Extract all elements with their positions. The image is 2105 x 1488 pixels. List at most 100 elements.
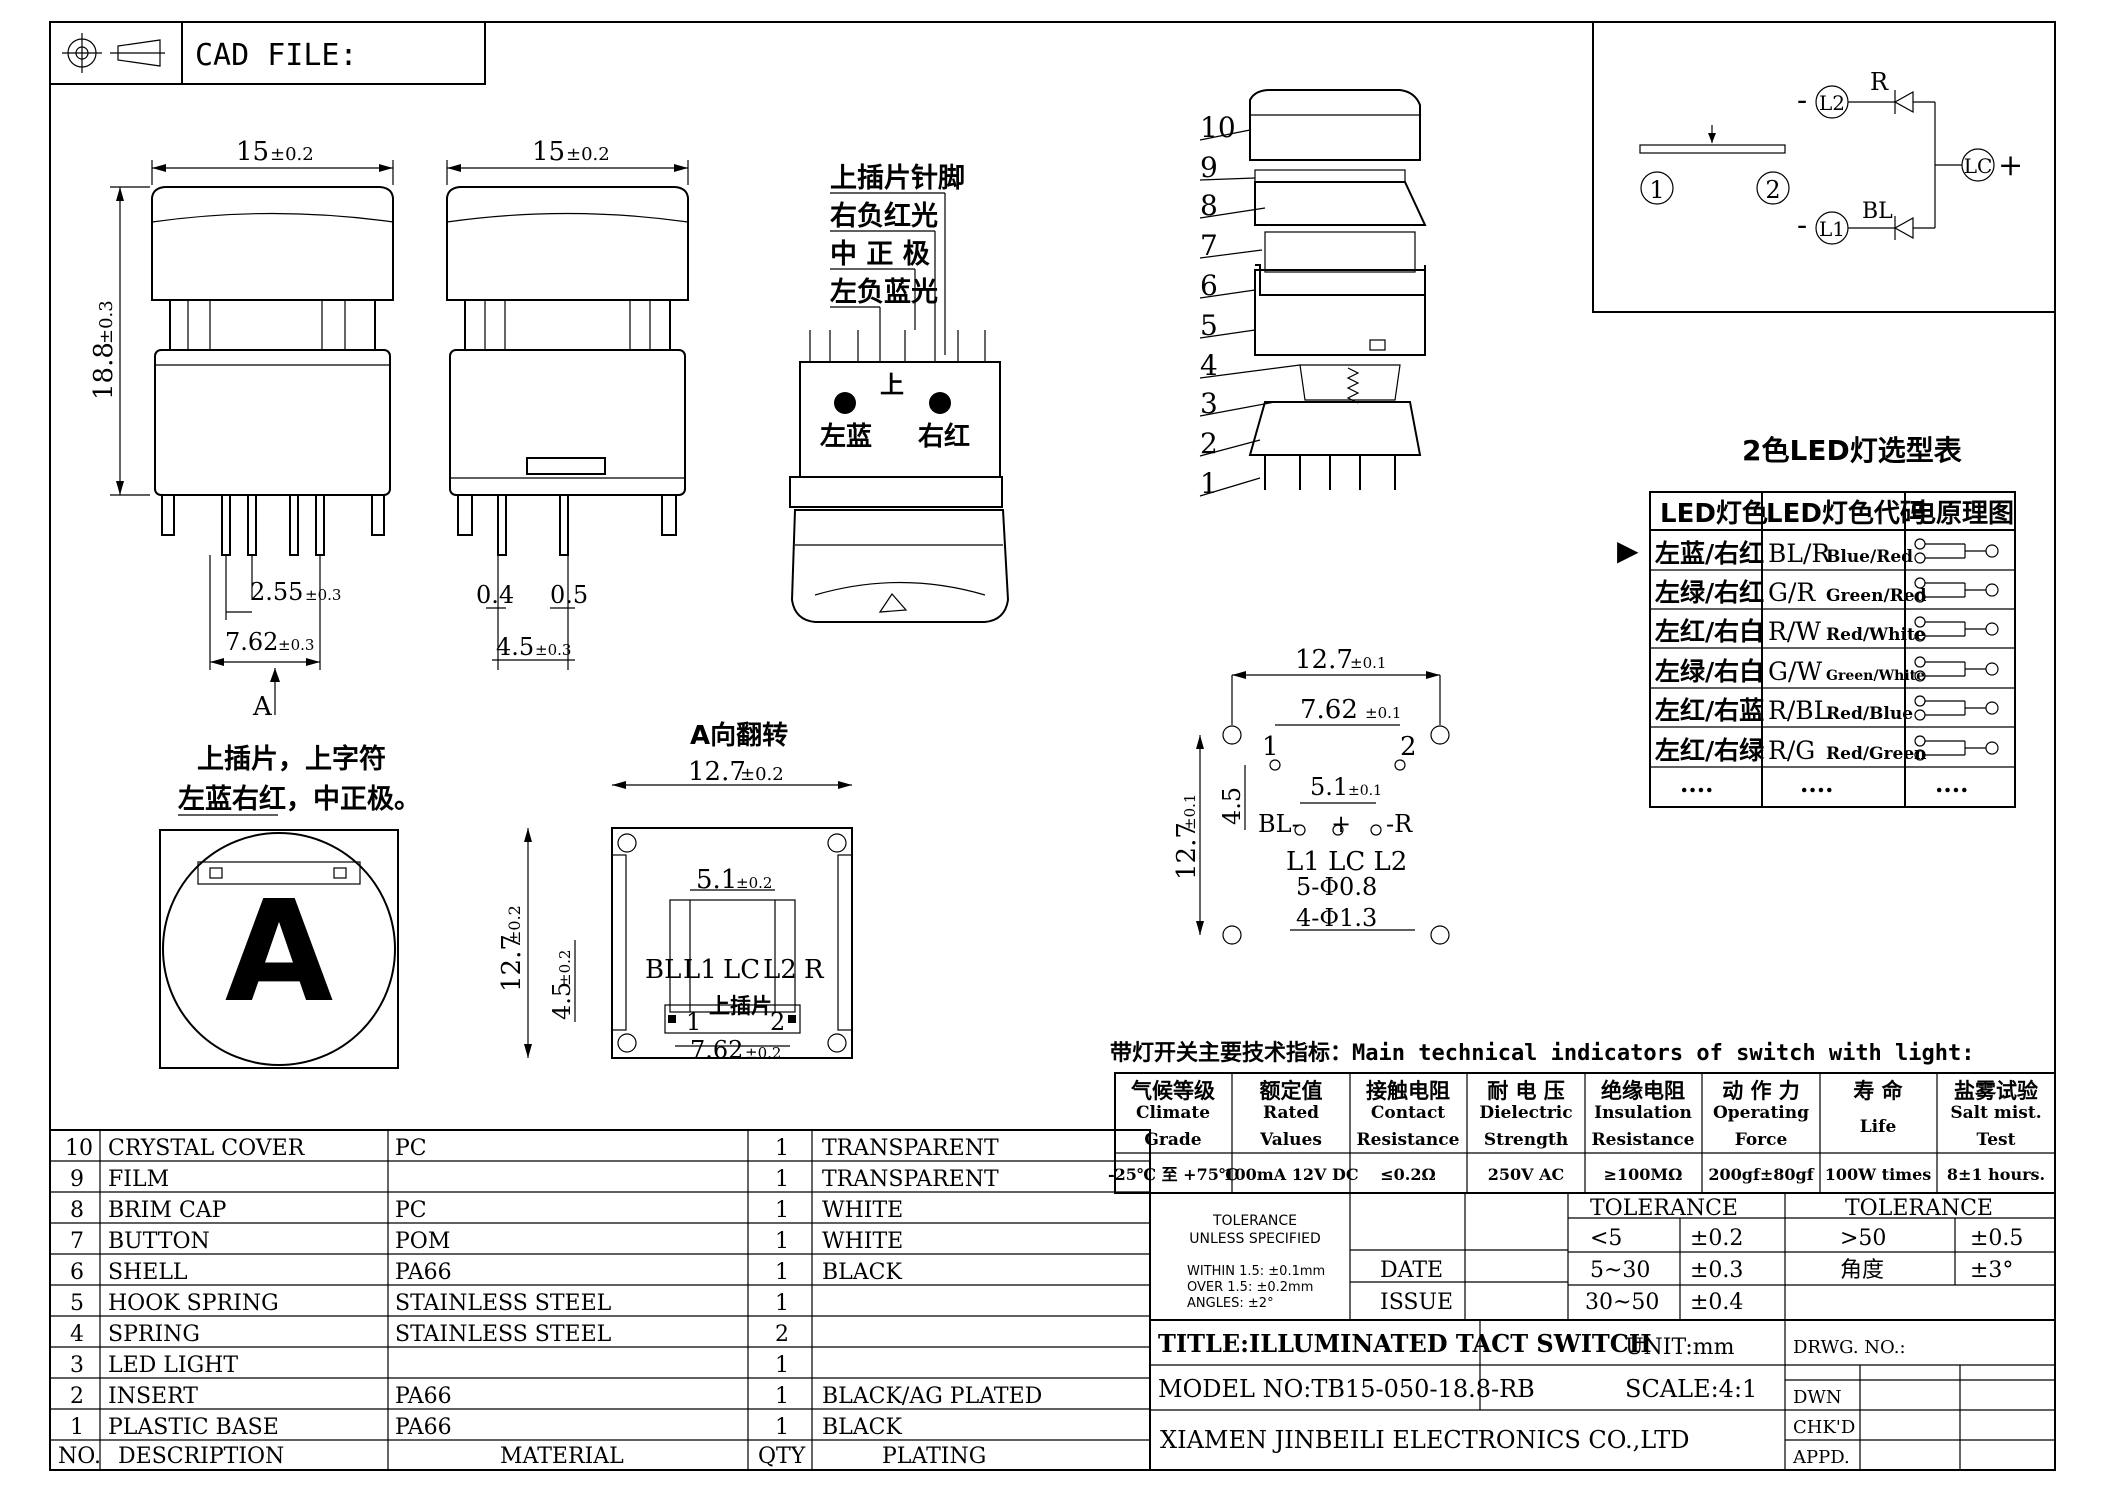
flip-title: A向翻转: [690, 720, 788, 751]
pin-label-center: 中 正 极: [830, 239, 930, 270]
flip-height-tol: ±0.2: [505, 905, 524, 944]
flip-inner-tol: ±0.2: [736, 874, 772, 892]
tolerance-label-1: TOLERANCE: [1590, 1196, 1738, 1221]
spec-climate-en1: Climate: [1136, 1103, 1210, 1123]
spec-rated-en1: Rated: [1263, 1103, 1319, 1123]
spec-dielectric-en1: Dielectric: [1479, 1103, 1572, 1123]
bom-no: 10: [65, 1136, 93, 1161]
bom-desc: HOOK SPRING: [108, 1291, 279, 1316]
part-no-3: 3: [1200, 387, 1218, 420]
bom-plating: BLACK/AG PLATED: [822, 1384, 1042, 1409]
bom-qty: 1: [775, 1415, 789, 1440]
title-block: TOLERANCE UNLESS SPECIFIED WITHIN 1.5: ±…: [1149, 1192, 2056, 1471]
flip-inner-dim: 5.1: [696, 865, 737, 895]
front-height-dim: 18.8: [89, 342, 119, 400]
bom-qty: 1: [775, 1167, 789, 1192]
model-number: MODEL NO:TB15-050-18.8-RB: [1158, 1375, 1535, 1403]
cad-header: CAD FILE:: [49, 21, 486, 85]
bom-qty: 1: [775, 1198, 789, 1223]
led-row-name: Blue/Red: [1826, 547, 1913, 567]
right-led-dot: [929, 392, 951, 414]
bom-row: 3 LED LIGHT 1: [70, 1353, 789, 1378]
led-row-color: 左绿/右红: [1655, 578, 1764, 607]
spec-climate-cn: 气候等级: [1130, 1079, 1215, 1103]
side-d2-dim: 0.5: [550, 581, 588, 609]
spec-rated-en2: Values: [1259, 1130, 1322, 1150]
front-view: 15 ±0.2 18.8 ±0.3 2.55 ±0.3 7.62 ±0.3 A: [89, 137, 394, 722]
bom-material: PC: [395, 1198, 427, 1223]
pcb-r-label: -R: [1386, 810, 1413, 838]
bom-row: 5 HOOK SPRING STAINLESS STEEL 1: [70, 1291, 789, 1316]
spec-dielectric-value: 250V AC: [1488, 1165, 1565, 1184]
bom-plating: BLACK: [822, 1415, 902, 1440]
led-row-name: Red/White: [1826, 625, 1926, 645]
part-no-4: 4: [1200, 349, 1218, 382]
pcb-inner-dim: 7.62: [1300, 695, 1358, 725]
drawing-title: TITLE:ILLUMINATED TACT SWITCH: [1158, 1329, 1652, 1358]
bom-desc: LED LIGHT: [108, 1353, 238, 1378]
date-label: DATE: [1380, 1258, 1443, 1283]
bom-qty: 1: [775, 1229, 789, 1254]
side-d1-dim: 0.4: [476, 581, 514, 609]
side-width-tol: ±0.2: [566, 144, 610, 165]
flip-view: A向翻转 12.7 ±0.2 5.1 ±0.2 12.7 ±0.2 4.5 ±0…: [497, 720, 853, 1064]
bom-header-description: DESCRIPTION: [118, 1444, 284, 1469]
bom-desc: BUTTON: [108, 1229, 210, 1254]
bom-material: PA66: [395, 1260, 452, 1285]
bom-desc: PLASTIC BASE: [108, 1415, 279, 1440]
bom-material: STAINLESS STEEL: [395, 1291, 612, 1316]
bom-qty: 2: [775, 1322, 789, 1347]
bom-material: POM: [395, 1229, 450, 1254]
led-row-code: BL/R: [1768, 539, 1831, 568]
bom-header-plating: PLATING: [882, 1444, 986, 1469]
cad-file-label: CAD FILE:: [195, 38, 358, 73]
led-more-3: ....: [1935, 769, 1968, 798]
front-pitch2-dim: 7.62: [225, 628, 278, 656]
led-row: 左绿/右红 G/R Green/Red: [1655, 578, 1927, 607]
spec-force-value: 200gf±80gf: [1708, 1165, 1814, 1184]
led-row-code: R/G: [1768, 736, 1815, 765]
led-row-code: R/BL: [1768, 696, 1830, 725]
part-no-2: 2: [1200, 427, 1218, 460]
checked-by-label: CHK'D: [1793, 1417, 1855, 1438]
schem-n2: 2: [1765, 176, 1780, 204]
led-table-title: 2色LED灯选型表: [1742, 434, 1962, 467]
front-height-tol: ±0.3: [96, 300, 117, 344]
bom-no: 1: [70, 1415, 84, 1440]
pcb-width-dim: 12.7: [1295, 645, 1353, 675]
led-selection-table: 2色LED灯选型表 LED灯色 LED灯色代码 电原理图 ▶ 左蓝/右红 BL/…: [1617, 434, 2016, 808]
bom-desc: SHELL: [108, 1260, 188, 1285]
bom-plating: TRANSPARENT: [822, 1136, 999, 1161]
bom-no: 6: [70, 1260, 84, 1285]
spec-contact-en1: Contact: [1371, 1103, 1445, 1123]
front-width-dim: 15: [236, 137, 269, 167]
company-name: XIAMEN JINBEILI ELECTRONICS CO.,LTD: [1160, 1426, 1690, 1454]
bom-no: 9: [70, 1167, 84, 1192]
bom-plating: BLACK: [822, 1260, 902, 1285]
led-row-color: 左蓝/右红: [1655, 539, 1764, 568]
tol-val-3: ±0.4: [1690, 1290, 1743, 1315]
mini-schematic-icon: [1914, 538, 1999, 564]
spec-dielectric-en2: Strength: [1484, 1130, 1568, 1150]
side-view: 15 ±0.2 0.4 0.5 4.5 ±0.3: [446, 137, 689, 670]
front-width-tol: ±0.2: [270, 144, 314, 165]
tol-range-1: <5: [1590, 1226, 1622, 1251]
cap-letter: A: [225, 871, 333, 1034]
scale-label: SCALE:4:1: [1625, 1375, 1757, 1403]
led-row-code: G/W: [1768, 657, 1822, 686]
tol-within: WITHIN 1.5: ±0.1mm: [1187, 1264, 1325, 1279]
spec-life-cn: 寿 命: [1853, 1079, 1903, 1103]
spec-force-en1: Operating: [1713, 1103, 1809, 1123]
bom-plating: WHITE: [822, 1198, 903, 1223]
note-line-2: 左蓝右红，中正极。: [178, 783, 421, 815]
schem-minus-bottom: -: [1797, 208, 1807, 243]
led-schematic: 1 2 - L2 - L1 LC + R BL: [1592, 21, 2056, 313]
flip-pitch-tol: ±0.2: [745, 1044, 781, 1062]
bill-of-materials: 10 CRYSTAL COVER PC 1 TRANSPARENT 9 FILM…: [49, 1129, 1151, 1471]
bom-row: 9 FILM 1 TRANSPARENT: [70, 1167, 999, 1192]
flip-pitch-dim: 7.62: [690, 1036, 743, 1064]
bom-row: 6 SHELL PA66 1 BLACK: [70, 1260, 902, 1285]
tol-range-2: 5~30: [1590, 1258, 1650, 1283]
tol2-val-2: ±3°: [1970, 1258, 2013, 1283]
bom-material: PC: [395, 1136, 427, 1161]
